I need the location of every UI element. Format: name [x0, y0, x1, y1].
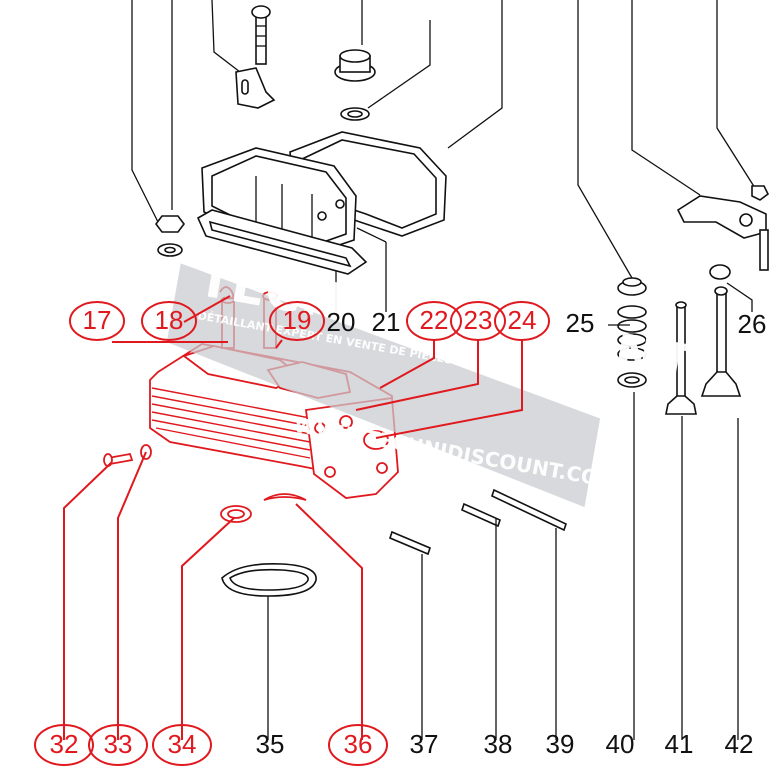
- callout-18: 18: [155, 305, 184, 335]
- stud-bolt-part: [251, 5, 271, 65]
- callout-41: 41: [665, 729, 694, 759]
- callout-labels: 17 18 19 20 21 22 23 24 25 26 32 33 34 3…: [50, 305, 767, 759]
- gasket-part: [221, 562, 317, 597]
- callout-33: 33: [104, 729, 133, 759]
- callout-22: 22: [420, 305, 449, 335]
- callout-36: 36: [344, 729, 373, 759]
- callout-26: 26: [738, 309, 767, 339]
- callout-17: 17: [83, 305, 112, 335]
- callout-24: 24: [508, 305, 537, 335]
- callout-25: 25: [566, 308, 595, 338]
- callout-rings: [34, 301, 550, 766]
- nut-washer-part: [155, 215, 185, 257]
- lower-leader-lines: [267, 324, 739, 740]
- valves-part: [665, 286, 742, 415]
- callout-19: 19: [283, 305, 312, 335]
- rocker-arm-part: [676, 185, 770, 271]
- callout-23: 23: [464, 305, 493, 335]
- callout-42: 42: [725, 729, 754, 759]
- callout-38: 38: [484, 729, 513, 759]
- valve-spring-assembly: [617, 264, 731, 388]
- bracket-part: [235, 67, 276, 109]
- callout-37: 37: [410, 729, 439, 759]
- callout-20: 20: [327, 307, 356, 337]
- callout-40: 40: [606, 729, 635, 759]
- callout-21: 21: [372, 307, 401, 337]
- callout-32: 32: [50, 729, 79, 759]
- callout-39: 39: [546, 729, 575, 759]
- valve-cover-part: [196, 131, 447, 275]
- callout-34: 34: [168, 729, 197, 759]
- upper-leader-lines: [131, 0, 756, 312]
- red-leader-lines: [63, 295, 523, 740]
- bottom-studs-part: [389, 488, 567, 556]
- filler-cap-part: [334, 49, 376, 121]
- callout-35: 35: [256, 729, 285, 759]
